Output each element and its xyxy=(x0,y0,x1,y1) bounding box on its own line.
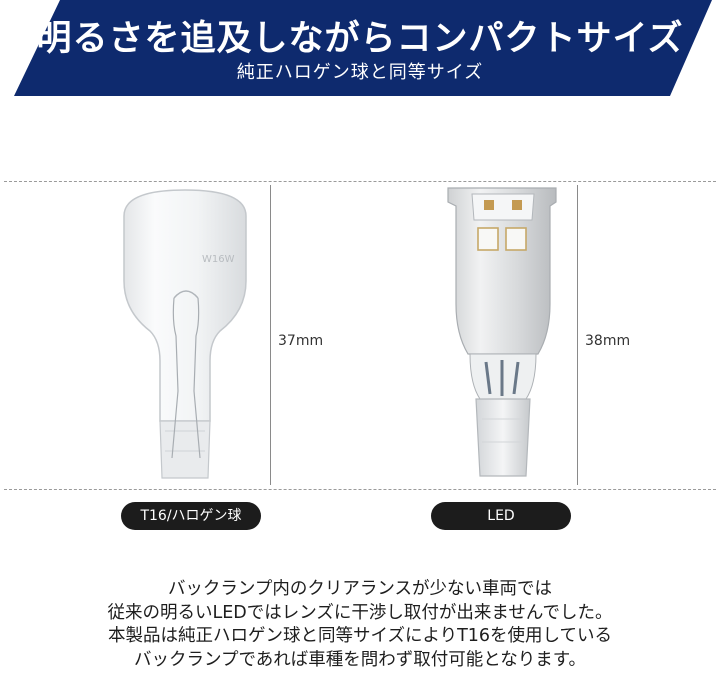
halogen-height-label: 37mm xyxy=(278,333,324,349)
led-bulb-image xyxy=(447,187,557,477)
led-height-line xyxy=(577,185,578,485)
banner-background xyxy=(0,0,720,96)
description-line: 本製品は純正ハロゲン球と同等サイズによりT16を使用している xyxy=(107,626,613,646)
halogen-caption-badge: T16/ハロゲン球 xyxy=(121,502,261,530)
top-guide-line xyxy=(4,181,716,182)
banner-subtitle: 純正ハロゲン球と同等サイズ xyxy=(236,62,484,83)
bottom-guide-line xyxy=(4,489,716,490)
description-text: バックランプ内のクリアランスが少ない車両では 従来の明るいLEDではレンズに干渉… xyxy=(0,578,720,672)
led-height-label: 38mm xyxy=(585,333,631,349)
description-line: バックランプ内のクリアランスが少ない車両では xyxy=(167,579,553,599)
description-line: バックランプであれば車種を問わず取付可能となります。 xyxy=(133,649,587,670)
description-line: 従来の明るいLEDではレンズに干渉し取付が出来ませんでした。 xyxy=(107,602,613,623)
led-caption-badge: LED xyxy=(431,502,571,530)
halogen-height-line xyxy=(270,185,271,485)
banner-title: 明るさを追及しながらコンパクトサイズ xyxy=(36,19,684,59)
bulb-marking: W16W xyxy=(202,254,235,265)
halogen-bulb-image: W16W xyxy=(123,189,247,479)
header-banner: 明るさを追及しながらコンパクトサイズ 純正ハロゲン球と同等サイズ xyxy=(0,0,720,96)
